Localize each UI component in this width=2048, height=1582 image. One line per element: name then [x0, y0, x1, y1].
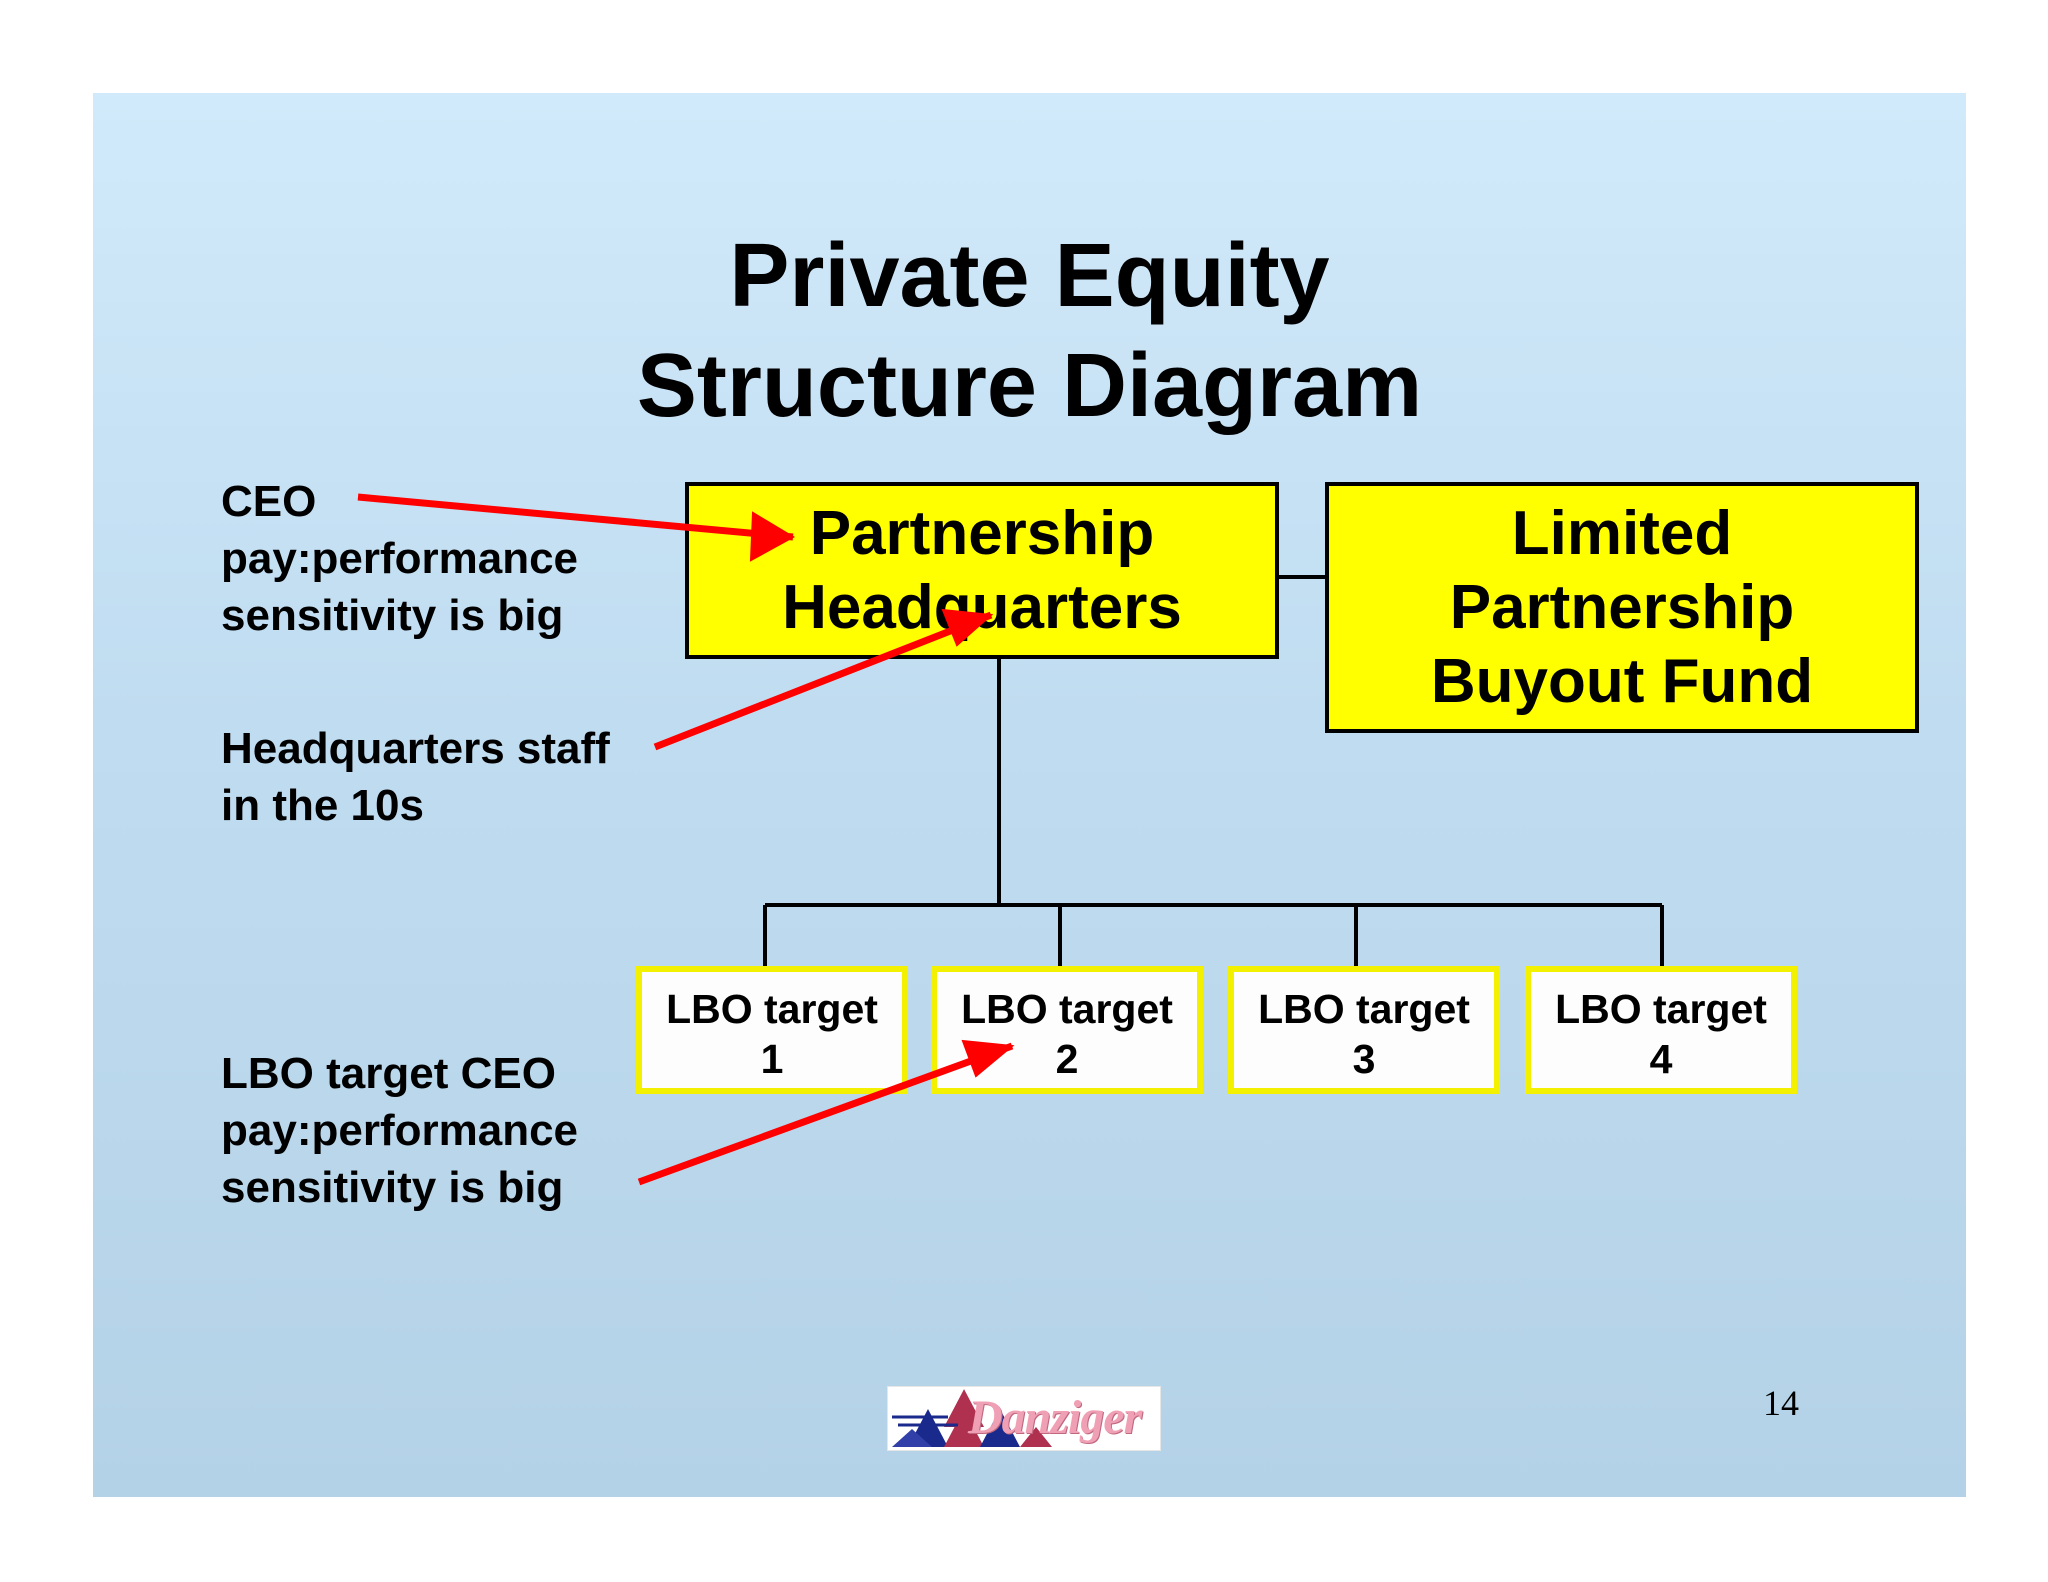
lbo-target-number: 1: [760, 1036, 784, 1082]
annotation-line: LBO target CEO: [221, 1049, 556, 1098]
page-number: 14: [1763, 1383, 1799, 1423]
slide: Private Equity Structure Diagram Partner…: [93, 93, 1966, 1497]
annotation-line: CEO: [221, 477, 317, 526]
partnership-headquarters-box: Partnership Headquarters: [685, 482, 1279, 659]
hq-line-1: Partnership: [809, 498, 1155, 568]
annotation-line: sensitivity is big: [221, 591, 564, 640]
annotation-line: pay:performance: [221, 1106, 579, 1155]
lbo-target-number: 3: [1352, 1036, 1376, 1082]
lbo-target-number: 2: [1055, 1036, 1079, 1082]
lbo-target-label: LBO target: [1555, 986, 1767, 1032]
fund-line-1: Limited: [1511, 498, 1733, 568]
annotation-line: pay:performance: [221, 534, 579, 583]
annotation-line: Headquarters staff: [221, 724, 610, 773]
lbo-target-label: LBO target: [961, 986, 1173, 1032]
fund-line-2: Partnership: [1449, 572, 1795, 642]
lbo-target-box-3: LBO target 3: [1228, 966, 1500, 1094]
buyout-fund-box: Limited Partnership Buyout Fund: [1325, 482, 1919, 733]
lbo-target-number: 4: [1649, 1036, 1673, 1082]
lbo-target-label: LBO target: [666, 986, 878, 1032]
lbo-target-label: LBO target: [1258, 986, 1470, 1032]
danziger-logo: Danziger: [887, 1386, 1161, 1451]
ceo-pay-annotation: CEO pay:performance sensitivity is big: [221, 473, 578, 644]
lbo-target-box-4: LBO target 4: [1525, 966, 1797, 1094]
hq-staff-annotation: Headquarters staff in the 10s: [221, 720, 610, 834]
slide-title-line-1: Private Equity: [729, 226, 1330, 326]
fund-line-3: Buyout Fund: [1430, 646, 1814, 716]
lbo-ceo-pay-annotation: LBO target CEO pay:performance sensitivi…: [221, 1045, 578, 1216]
lbo-target-box-2: LBO target 2: [931, 966, 1203, 1094]
hq-line-2: Headquarters: [782, 572, 1182, 642]
annotation-line: in the 10s: [221, 781, 424, 830]
lbo-target-box-1: LBO target 1: [636, 966, 908, 1094]
annotation-line: sensitivity is big: [221, 1163, 564, 1212]
triangle-pattern-icon: [892, 1389, 1052, 1447]
logo-wordmark: Danziger: [968, 1391, 1142, 1444]
slide-title-line-2: Structure Diagram: [636, 336, 1423, 436]
